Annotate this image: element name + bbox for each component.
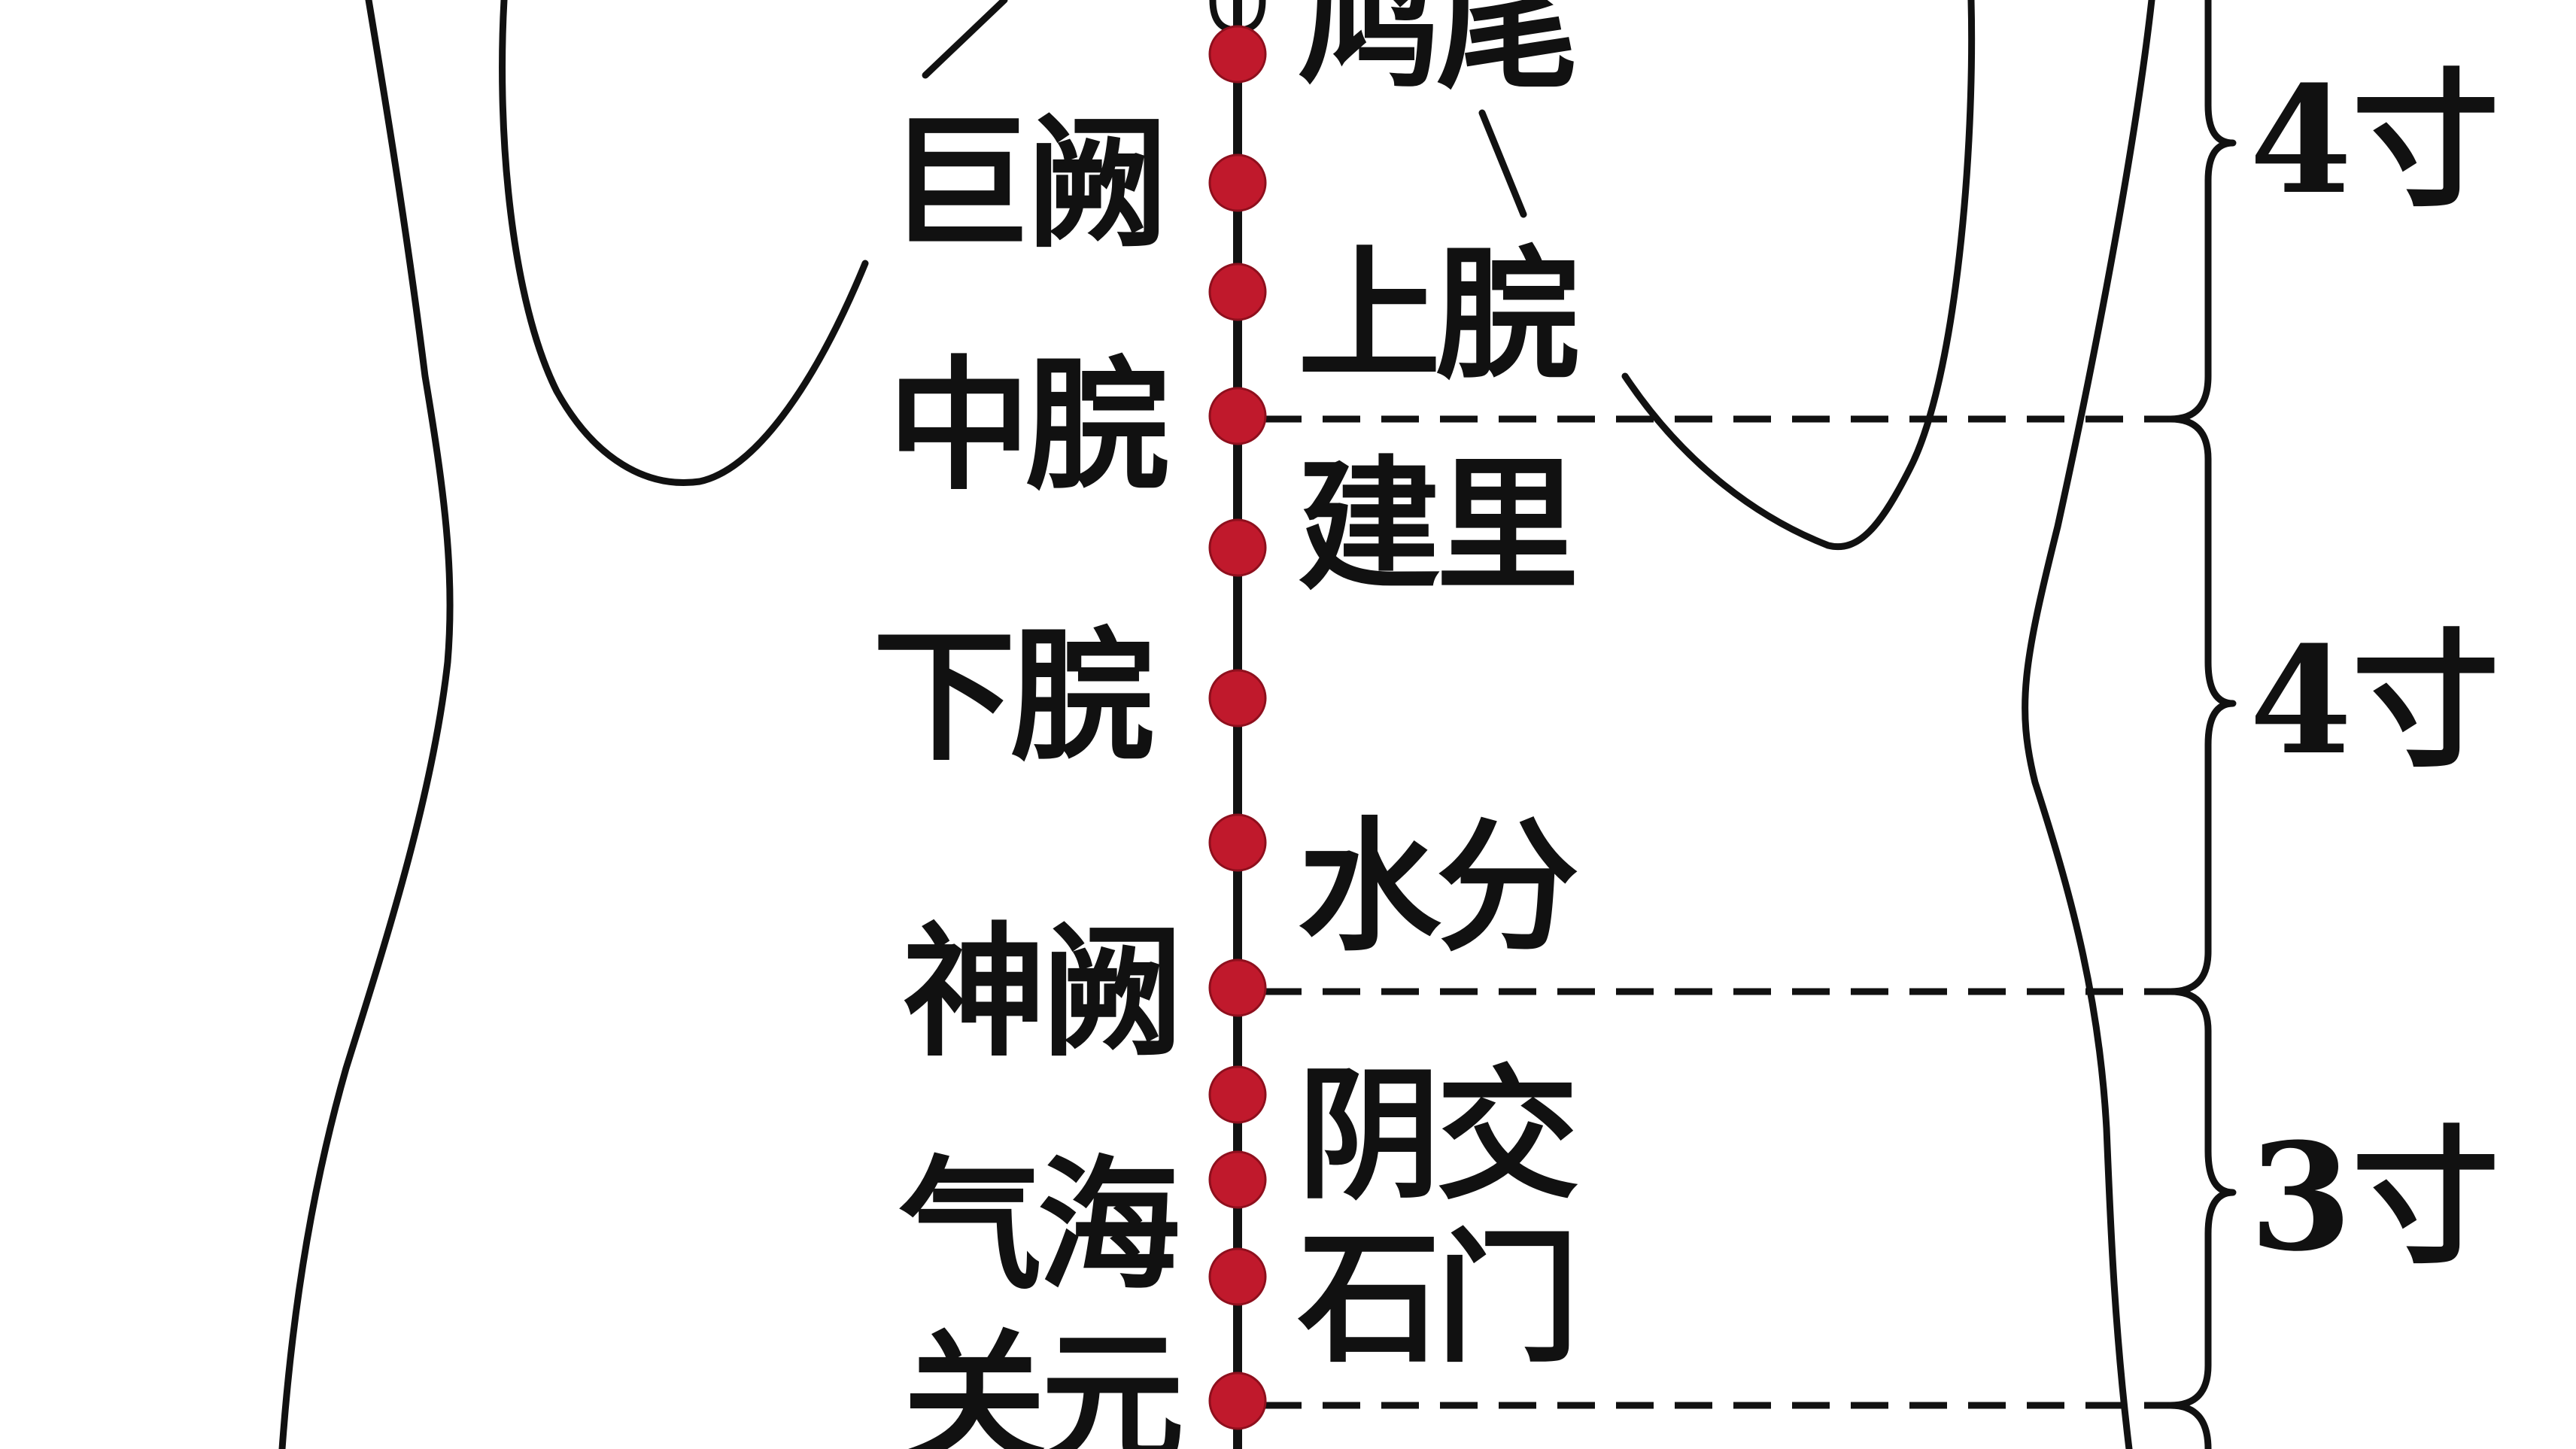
measure-upper: 4寸 [2249,54,2499,227]
braces [2167,0,2237,1449]
label-shimen: 石门 [1298,1214,1575,1382]
label-yinjiao: 阴交 [1298,1051,1578,1219]
left-ribcage-curve [499,0,869,486]
acupoint-dot-guanyuan [1208,1372,1267,1430]
label-juque: 巨阙 [888,99,1165,267]
brace-lower [2167,988,2237,1449]
label-shenque: 神阙 [903,908,1180,1076]
label-jiuwei: 鸠尾 [1298,0,1575,109]
label-jianli: 建里 [1298,442,1575,609]
level-lines [1264,415,2193,1409]
acupoint-labels: 鸠尾 巨阙 上脘 中脘 建里 下脘 水分 神阙 阴交 气海 石门 关元 [873,0,1583,1449]
acupoint-dot-yinjiao [1208,1065,1267,1124]
acupoint-dot-xiawan [1208,669,1267,728]
acupoint-dot-jiuwei [1208,25,1267,84]
label-shangwan: 上脘 [1298,231,1578,399]
torso-outline [278,0,2155,1449]
right-ribcage-curve [1621,0,1976,551]
acupoint-dot-shimen [1208,1247,1267,1306]
acupoint-dot-shangwan [1208,263,1267,321]
label-shuifen: 水分 [1298,803,1578,971]
acupoint-dot-juque [1208,153,1267,212]
label-zhongwan: 中脘 [888,342,1168,509]
right-ribcage-tick [1478,109,1527,218]
measure-lower: 3寸 [2249,1111,2499,1284]
brace-middle [2167,415,2237,995]
measure-middle: 4寸 [2249,615,2499,788]
left-body-contour [278,0,454,1449]
right-body-contour [2022,0,2155,1449]
acupoint-dots [1208,25,1267,1430]
acupoint-dot-shenque [1208,958,1267,1017]
measurement-labels: 4寸 4寸 3寸 [2249,54,2499,1284]
label-qihai: 气海 [899,1141,1177,1309]
acupoint-dot-qihai [1208,1150,1267,1209]
label-xiawan: 下脘 [873,612,1153,780]
acupoint-dot-zhongwan [1208,387,1267,445]
label-guanyuan: 关元 [903,1315,1181,1449]
acupoint-dot-jianli [1208,518,1267,577]
brace-upper [2167,0,2237,423]
acupoint-dot-shuifen [1208,813,1267,872]
left-ribcage-tick [922,0,1008,79]
